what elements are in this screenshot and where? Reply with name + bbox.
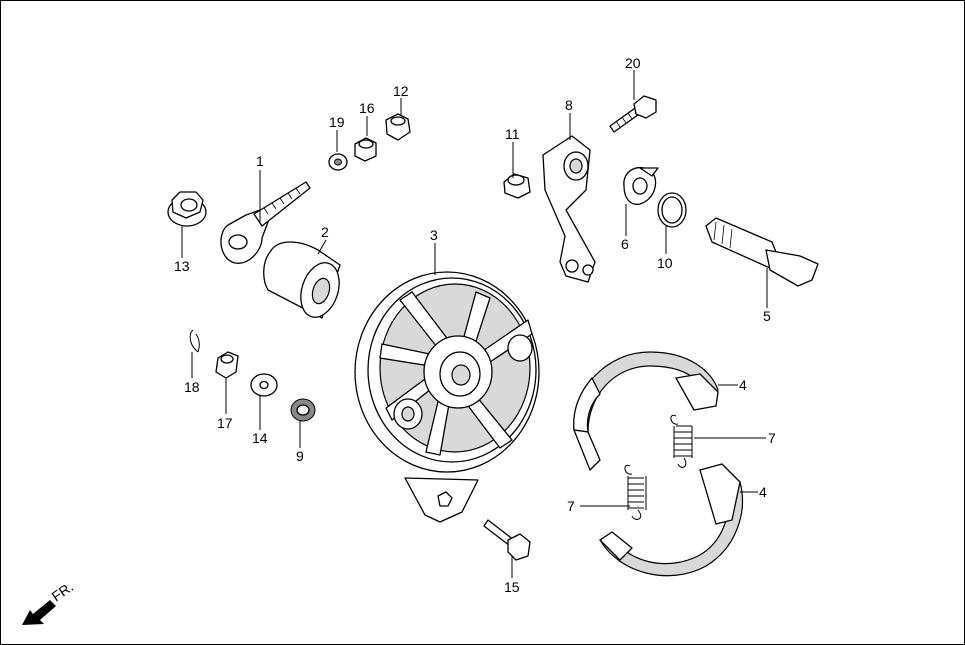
- callout-8: 8: [565, 97, 573, 113]
- part-8-brake-arm: [542, 135, 596, 283]
- part-11-nut: [503, 173, 531, 199]
- leader-lines: [181, 70, 768, 578]
- part-2-collar: [263, 241, 341, 319]
- callout-7-right: 7: [768, 430, 776, 446]
- part-15-bolt: [483, 519, 531, 561]
- callout-17: 17: [217, 415, 233, 431]
- callout-19: 19: [329, 114, 345, 130]
- callout-16: 16: [359, 100, 375, 116]
- callout-2: 2: [321, 224, 329, 240]
- callout-3: 3: [430, 227, 438, 243]
- part-13-flange-nut: [167, 191, 207, 227]
- part-20-bolt: [609, 95, 657, 133]
- part-7-spring-lower: [624, 464, 647, 520]
- callout-12: 12: [393, 83, 409, 99]
- callout-labels: 1 2 3 4 4 5 6 7 7 8 9 10 11 12 13 14 15 …: [174, 55, 776, 595]
- callout-9: 9: [296, 448, 304, 464]
- part-9-seal: [290, 398, 316, 422]
- callout-1: 1: [256, 153, 264, 169]
- callout-20: 20: [625, 55, 641, 71]
- callout-15: 15: [504, 579, 520, 595]
- part-14-washer: [250, 373, 278, 397]
- callout-10: 10: [657, 255, 673, 271]
- callout-6: 6: [621, 236, 629, 252]
- callout-5: 5: [763, 308, 771, 324]
- callout-11: 11: [505, 126, 520, 142]
- front-direction-arrow-icon: [22, 600, 56, 625]
- callout-14: 14: [252, 430, 268, 446]
- callout-7-left: 7: [567, 498, 575, 514]
- part-1-adjuster-bolt: [220, 181, 311, 264]
- direction-label: FR.: [49, 578, 77, 604]
- part-7-spring-upper: [670, 414, 693, 468]
- callout-18: 18: [184, 379, 200, 395]
- part-12-nut: [385, 113, 411, 141]
- part-4-brake-shoe-upper: [573, 351, 719, 471]
- callout-4-upper: 4: [739, 377, 747, 393]
- part-19-washer: [328, 153, 348, 171]
- part-6-wear-indicator: [623, 167, 659, 205]
- part-17-castle-nut: [215, 351, 239, 379]
- callout-13: 13: [174, 258, 190, 274]
- part-3-brake-panel: [354, 271, 540, 523]
- part-10-o-ring: [657, 192, 687, 228]
- part-4-brake-shoe-lower: [599, 463, 743, 577]
- part-16-nut: [354, 137, 377, 162]
- part-18-cotter-pin: [189, 329, 200, 353]
- callout-4-lower: 4: [759, 484, 767, 500]
- part-5-brake-cam: [705, 217, 819, 287]
